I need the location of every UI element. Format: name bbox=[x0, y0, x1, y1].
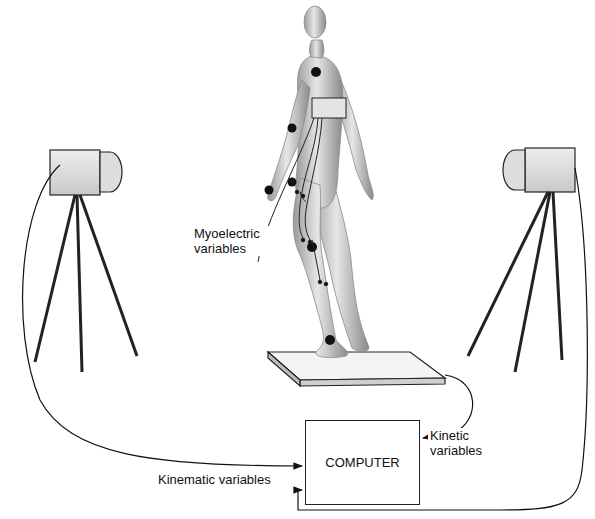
signal-wires bbox=[23, 165, 588, 510]
node-label: COMPUTER bbox=[325, 455, 399, 470]
signal-label: Kinetic variables bbox=[428, 428, 502, 458]
right-camera bbox=[468, 148, 575, 372]
emg-unit bbox=[258, 98, 346, 286]
left-camera bbox=[35, 150, 137, 372]
signal-label: Myoelectric variables bbox=[192, 226, 276, 256]
walking-figure bbox=[268, 6, 374, 358]
computer-box: COMPUTER bbox=[305, 420, 420, 505]
signal-label: Kinematic variables bbox=[156, 472, 273, 487]
force-plate bbox=[268, 352, 445, 386]
